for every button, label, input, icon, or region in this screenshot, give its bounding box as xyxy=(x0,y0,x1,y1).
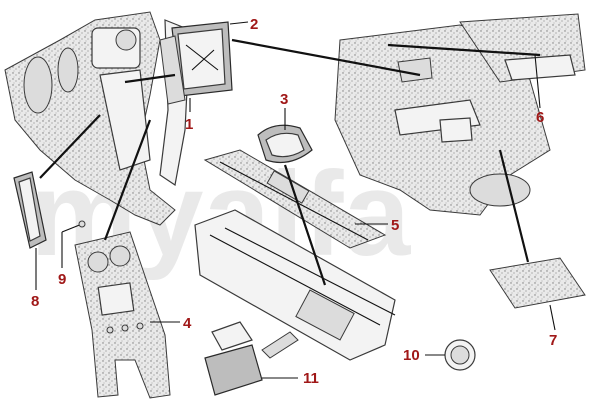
part-7-floor-mat xyxy=(489,257,586,309)
part-10-ring xyxy=(444,339,476,371)
part-9-screw xyxy=(61,220,86,233)
part-2-switch-panel xyxy=(159,21,233,105)
leader-lines xyxy=(35,21,556,379)
part-6-top-mat xyxy=(459,13,586,83)
center-tunnel xyxy=(194,209,396,361)
callout-3: 3 xyxy=(280,91,288,108)
callout-10: 10 xyxy=(403,347,420,364)
callout-8: 8 xyxy=(31,293,39,310)
callout-11: 11 xyxy=(303,370,319,387)
part-8-side-panel xyxy=(13,171,47,249)
callout-1: 1 xyxy=(185,116,193,133)
callout-5: 5 xyxy=(391,217,399,234)
callout-2: 2 xyxy=(250,16,258,33)
callout-7: 7 xyxy=(549,332,557,349)
part-5-tunnel-trim xyxy=(203,149,387,249)
part-4-console-facia xyxy=(74,231,171,399)
callout-4: 4 xyxy=(183,315,192,332)
part-3-gear-boot xyxy=(257,124,313,163)
callout-6: 6 xyxy=(536,109,544,126)
callout-9: 9 xyxy=(58,271,66,288)
part-11-ashtray xyxy=(204,321,299,396)
